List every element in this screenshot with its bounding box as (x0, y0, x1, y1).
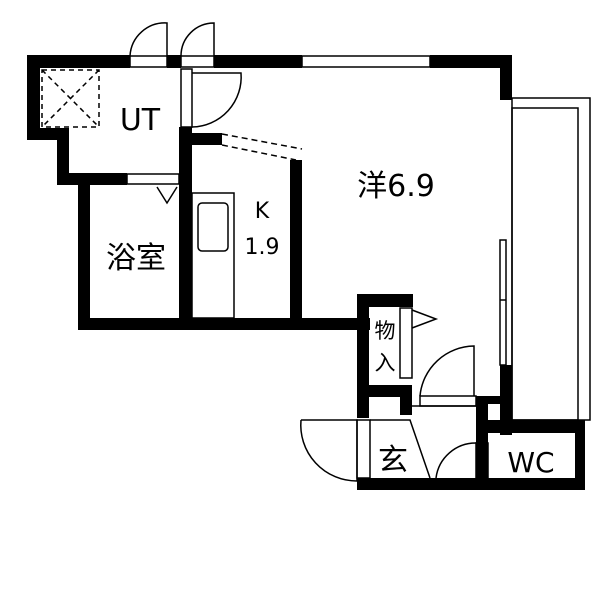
wall-ut-left-lower (57, 128, 69, 185)
door-frame-ut (180, 68, 193, 128)
label-kitchen-size: 1.9 (245, 235, 280, 260)
label-toilet: WC (507, 446, 554, 479)
door-swing-2 (180, 22, 215, 57)
kitchen-counter (191, 192, 235, 319)
wall-right (500, 55, 512, 100)
wall-kitchen-right (290, 160, 302, 330)
wall-bottom-right (357, 478, 585, 490)
wall-closet-right (400, 385, 412, 415)
door-swing-wc (435, 442, 477, 479)
wall-ut-bottom (57, 173, 127, 185)
door-swing-1 (129, 22, 168, 57)
walls (27, 55, 585, 490)
wall-wc-right (575, 420, 585, 490)
door-frame-bath (126, 173, 180, 185)
closet-arrow (411, 309, 439, 329)
door-frame-room (419, 395, 477, 407)
door-swing-room (419, 345, 475, 397)
window-right (499, 239, 507, 366)
label-entrance: 玄 (378, 443, 408, 478)
laundry-pan (41, 69, 100, 128)
label-western-room: 洋6.9 (357, 169, 435, 204)
wall-closet-left (357, 294, 369, 418)
wall-wc-top (476, 420, 585, 433)
entrance-step (370, 419, 431, 479)
balcony-inner (511, 107, 579, 421)
wall-bath-left (78, 173, 90, 330)
door-frame-2 (180, 55, 215, 68)
label-storage-1: 物 (375, 319, 396, 343)
door-swing-ut (191, 72, 242, 128)
fixtures (41, 22, 591, 482)
door-frame-1 (129, 55, 168, 68)
door-arrow-bath (156, 186, 178, 205)
sliding-door-dashed (221, 133, 303, 161)
wall-top-right (430, 55, 512, 68)
door-swing-entrance (300, 419, 358, 482)
label-bath: 浴室 (106, 241, 166, 276)
label-utility: UT (120, 103, 161, 138)
wall-closet-top (357, 294, 413, 307)
wall-ut-left (27, 55, 40, 140)
door-frame-wc (475, 442, 489, 479)
sink (197, 202, 229, 252)
wall-top (214, 55, 302, 68)
wall-stub (192, 133, 222, 145)
wall-top-mid (167, 55, 181, 68)
wall-bottom (78, 318, 370, 330)
label-kitchen: K (255, 199, 270, 224)
door-frame-entrance (356, 419, 371, 479)
window-top (301, 55, 431, 68)
wall-top-left (27, 55, 130, 68)
wall-bath-kitchen (179, 127, 192, 330)
wall-wc-corner (476, 396, 512, 404)
label-storage-2: 入 (375, 351, 396, 375)
closet-door (399, 307, 413, 379)
wall-closet-bottom (357, 385, 400, 397)
